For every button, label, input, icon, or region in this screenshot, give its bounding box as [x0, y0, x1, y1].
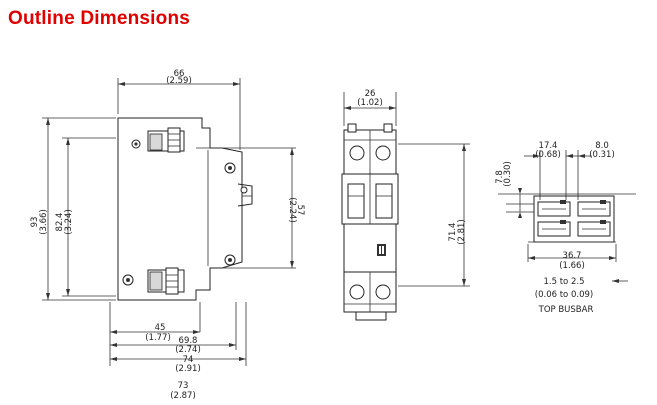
dim-26-mm: 26	[365, 89, 376, 99]
dim-26-in: (1.02)	[357, 98, 383, 108]
front-view-dimensions: 26 (1.02) 71.4 (2.81)	[343, 89, 470, 287]
front-toggle-left	[347, 183, 365, 219]
dim-78-mm: 7.8	[495, 170, 505, 184]
front-clip	[355, 311, 387, 321]
dim-73-in: (2.87)	[170, 391, 196, 401]
dim-367-mm: 36.7	[563, 251, 582, 261]
bottom-terminal-hatch	[149, 271, 163, 291]
front-indicator	[377, 244, 386, 256]
dim-73-mm: 73	[178, 381, 189, 391]
side-view	[117, 117, 296, 301]
dim-82-in: (3.24)	[64, 209, 74, 235]
dim-45-mm: 45	[155, 323, 166, 333]
range-mm: 1.5 to 2.5	[544, 277, 585, 287]
dim-698-in: (2.74)	[175, 345, 201, 355]
dim-66-in: (2.59)	[166, 76, 192, 86]
dim-367-in: (1.66)	[559, 261, 585, 271]
page-title: Outline Dimensions	[8, 8, 191, 29]
dim-714-mm: 71.4	[448, 223, 458, 242]
dim-74-in: (2.91)	[175, 364, 201, 374]
front-bottom-screw-right	[375, 284, 391, 300]
dim-174-mm: 17.4	[539, 141, 558, 151]
dim-174-in: (0.68)	[535, 150, 561, 160]
dim-93-in: (3.66)	[39, 209, 49, 235]
dim-45-in: (1.77)	[145, 333, 171, 343]
dim-82-mm: 82.4	[55, 213, 65, 232]
dim-78-in: (0.30)	[503, 161, 513, 187]
busbar-view	[498, 193, 636, 243]
dim-80-mm: 8.0	[595, 141, 609, 151]
dim-698-mm: 69.8	[179, 336, 198, 346]
front-toggle-right	[375, 183, 393, 219]
toggle-lever	[237, 183, 253, 207]
dim-80-in: (0.31)	[589, 150, 615, 160]
range-in: (0.06 to 0.09)	[535, 290, 593, 300]
dim-66-mm: 66	[174, 69, 185, 79]
dim-714-in: (2.81)	[457, 219, 467, 245]
dim-57-in: (2.24)	[287, 197, 297, 223]
front-bottom-screw-left	[349, 284, 365, 300]
dim-74-mm: 74	[183, 355, 194, 365]
front-top-screw-left	[349, 145, 365, 161]
dim-93-mm: 93	[30, 217, 40, 228]
front-top-screw-right	[375, 145, 391, 161]
side-view-body-outline	[117, 117, 243, 301]
dim-57-mm: 57	[295, 205, 305, 216]
side-view-dimensions: 66 (2.59) 93 (3.66) 82.4 (3.24) 57 (2.24…	[30, 69, 305, 401]
busbar-dimensions: 17.4 (0.68) 8.0 (0.31) 7.8 (0.30) 36.7 (…	[495, 141, 628, 315]
busbar-caption: TOP BUSBAR	[538, 305, 594, 315]
front-lower-body	[343, 223, 397, 273]
top-terminal-hatch	[149, 133, 163, 151]
front-view	[341, 123, 399, 321]
